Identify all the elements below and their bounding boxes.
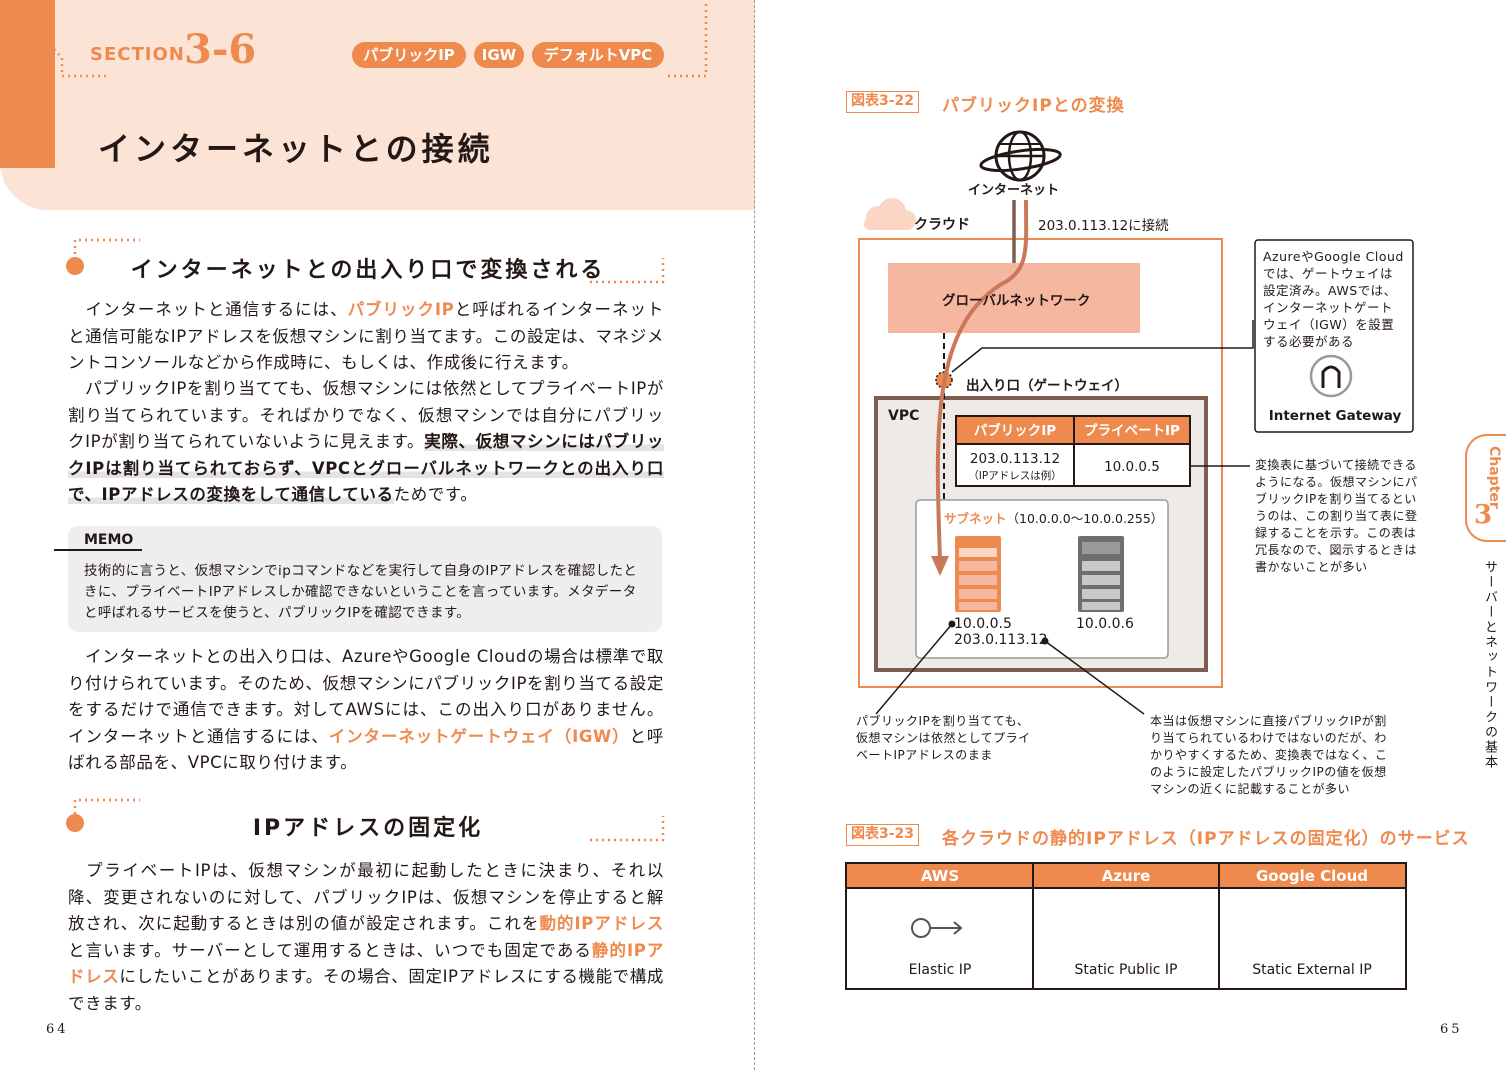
page-number-right: 65: [1440, 1022, 1463, 1037]
chapter-number: 3: [1474, 500, 1493, 530]
memo-underline: [54, 549, 142, 551]
server-gray-icon: [1078, 536, 1124, 612]
tag-igw: IGW: [474, 42, 524, 68]
server-orange-icon: [955, 536, 1001, 612]
heading1-decoration: [66, 238, 665, 284]
globe-icon: [979, 130, 1062, 182]
fig22-number: 図表3-22: [846, 91, 920, 113]
fig22-diagram: [858, 130, 1414, 715]
note-conversion-table: 変換表に基づいて接続できるようになる。仮想マシンにパブリックIPを割り当てるとい…: [1255, 458, 1418, 574]
page-title: インターネットとの接続: [98, 130, 494, 168]
value-azure: Static Public IP: [1074, 962, 1178, 978]
conversion-table-divider: [1073, 417, 1075, 485]
conversion-public-ip: 203.0.113.12: [969, 451, 1061, 467]
tag-default-vpc: デフォルトVPC: [532, 42, 664, 68]
subnet-label: サブネット（10.0.0.0〜10.0.0.255）: [944, 511, 1164, 526]
value-aws: Elastic IP: [908, 962, 972, 978]
internet-gateway-icon: [1309, 354, 1353, 398]
chapter-title: サーバーとネットワークの基本: [1482, 560, 1497, 770]
cloud-icon: [864, 198, 916, 230]
value-google-cloud: Static External IP: [1252, 962, 1372, 978]
note-azure-gateway: AzureやGoogle Cloudでは、ゲートウェイは設定済み。AWSでは、イ…: [1263, 249, 1404, 349]
conversion-header-public: パブリックIP: [973, 423, 1057, 439]
paragraph-4: プライベートIPは、仮想マシンが最初に起動したときに決まり、それ以降、変更されな…: [68, 861, 664, 1013]
section-number: 3-6: [184, 26, 257, 73]
gateway-label: 出入り口（ゲートウェイ）: [966, 378, 1128, 394]
header-aws: AWS: [920, 867, 960, 885]
cloud-label: クラウド: [914, 217, 970, 233]
paragraph-3: インターネットとの出入り口は、AzureやGoogle Cloudの場合は標準で…: [68, 647, 665, 772]
static-ip-table-header-bg: [847, 864, 1405, 889]
header-dotted-decoration: [9, 0, 708, 78]
static-ip-table: AWS Azure Google Cloud Elastic IP Static…: [845, 862, 1407, 990]
section-color-tab: [0, 0, 55, 168]
page-gutter: [754, 0, 755, 1070]
paragraph-2: パブリックIPを割り当てても、仮想マシンには依然としてプライベートIPが割り当て…: [68, 379, 664, 504]
conversion-private-ip: 10.0.0.5: [1104, 459, 1160, 475]
table-divider-2: [1218, 864, 1220, 988]
conversion-table: パブリックIP プライベートIP 203.0.113.12 （IPアドレスは例）…: [955, 415, 1191, 487]
memo-label: MEMO: [84, 532, 134, 548]
heading1: インターネットとの出入り口で変換される: [130, 258, 606, 283]
section-header-band: [0, 0, 755, 210]
chapter-label: Chapter: [1486, 446, 1502, 509]
elastic-ip-icon: [911, 918, 963, 938]
chapter-tab: [1465, 434, 1506, 542]
section-label: SECTION: [90, 44, 185, 65]
internet-label: インターネット: [968, 183, 1060, 198]
fig22-title: パブリックIPとの変換: [942, 96, 1125, 116]
memo-box: [68, 526, 662, 632]
tag-public-ip: パブリックIP: [352, 42, 466, 68]
note-left: パブリックIPを割り当てても、仮想マシンは依然としてプライベートIPアドレスのま…: [856, 714, 1031, 762]
paragraph-1: インターネットと通信するには、パブリックIPと呼ばれるインターネットと通信可能な…: [68, 300, 665, 372]
fig23-title: 各クラウドの静的IPアドレス（IPアドレスの固定化）のサービス: [942, 829, 1470, 849]
heading2: IPアドレスの固定化: [252, 816, 484, 841]
fig23-number: 図表3-23: [846, 824, 920, 846]
global-network-label: グローバルネットワーク: [942, 293, 1091, 309]
server2-private-ip: 10.0.0.6: [1076, 616, 1134, 632]
header-google-cloud: Google Cloud: [1255, 867, 1369, 885]
igw-label: Internet Gateway: [1268, 408, 1402, 424]
vpc-label: VPC: [888, 408, 920, 424]
server1-private-ip: 10.0.0.5: [954, 616, 1012, 632]
server1-public-ip: 203.0.113.12: [954, 632, 1048, 648]
memo-text: 技術的に言うと、仮想マシンでipコマンドなどを実行して自身のIPアドレスを確認し…: [84, 563, 638, 621]
header-azure: Azure: [1101, 867, 1151, 885]
conversion-header-private: プライベートIP: [1084, 423, 1180, 439]
note-right: 本当は仮想マシンに直接パブリックIPが割り当てられているわけではないのだが、わか…: [1150, 714, 1388, 796]
connect-label: 203.0.113.12に接続: [1038, 218, 1169, 234]
heading2-decoration: [66, 798, 665, 842]
conversion-public-note: （IPアドレスは例）: [968, 470, 1062, 482]
table-divider-1: [1032, 864, 1034, 988]
page-number-left: 64: [46, 1022, 69, 1037]
